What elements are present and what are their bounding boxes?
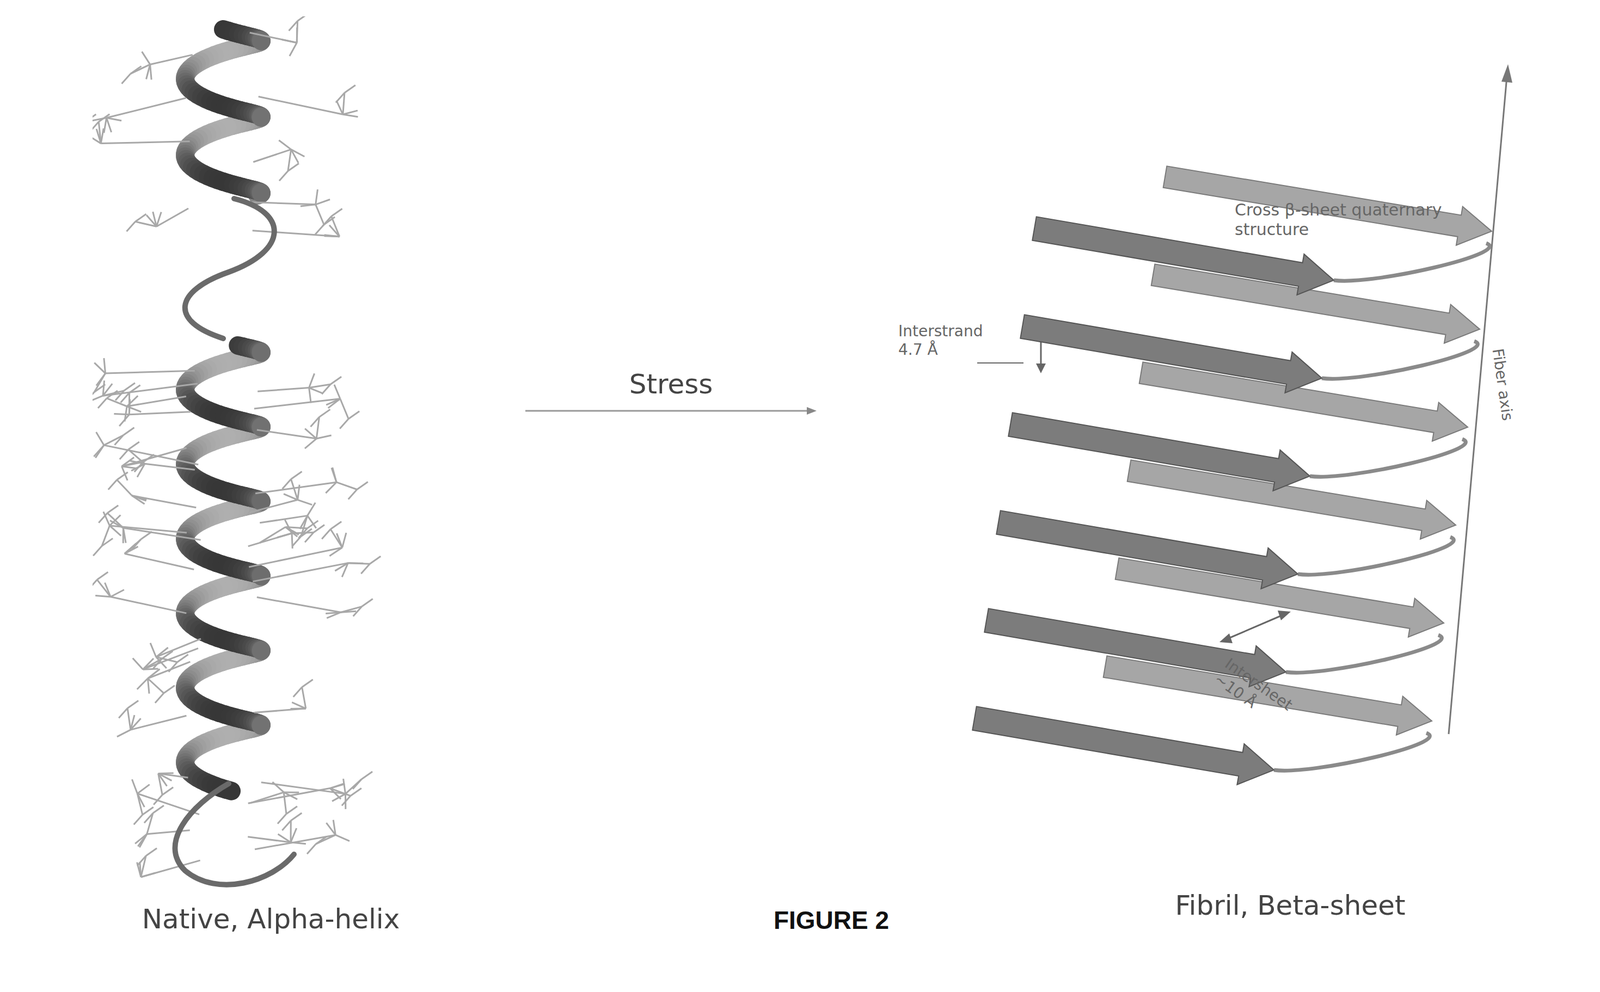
beta-sheet-fibril — [972, 166, 1492, 786]
annotation-label: Interstrand 4.7 Å — [898, 322, 1008, 359]
intersheet-arrow — [1219, 610, 1291, 644]
annotation-label: Fiber axis — [1485, 329, 1519, 440]
coil-loop — [175, 198, 294, 886]
node-caption: Fibril, Beta-sheet — [1126, 890, 1454, 922]
front-sheet-strands — [972, 216, 1334, 786]
node-caption: Native, Alpha-helix — [92, 903, 450, 936]
alpha-helix-drawing — [92, 16, 526, 959]
strand-loops — [1273, 243, 1490, 771]
alpha-helix-ribbon — [185, 29, 262, 792]
figure-caption: FIGURE 2 — [667, 905, 995, 936]
stress-arrow — [525, 407, 817, 415]
edge-label: Stress — [562, 368, 781, 401]
annotation-label: Cross β-sheet quaternary structure — [1234, 200, 1469, 240]
side-chain-sticks — [92, 16, 381, 878]
illustration-node: Native, Alpha-helix — [92, 16, 526, 959]
